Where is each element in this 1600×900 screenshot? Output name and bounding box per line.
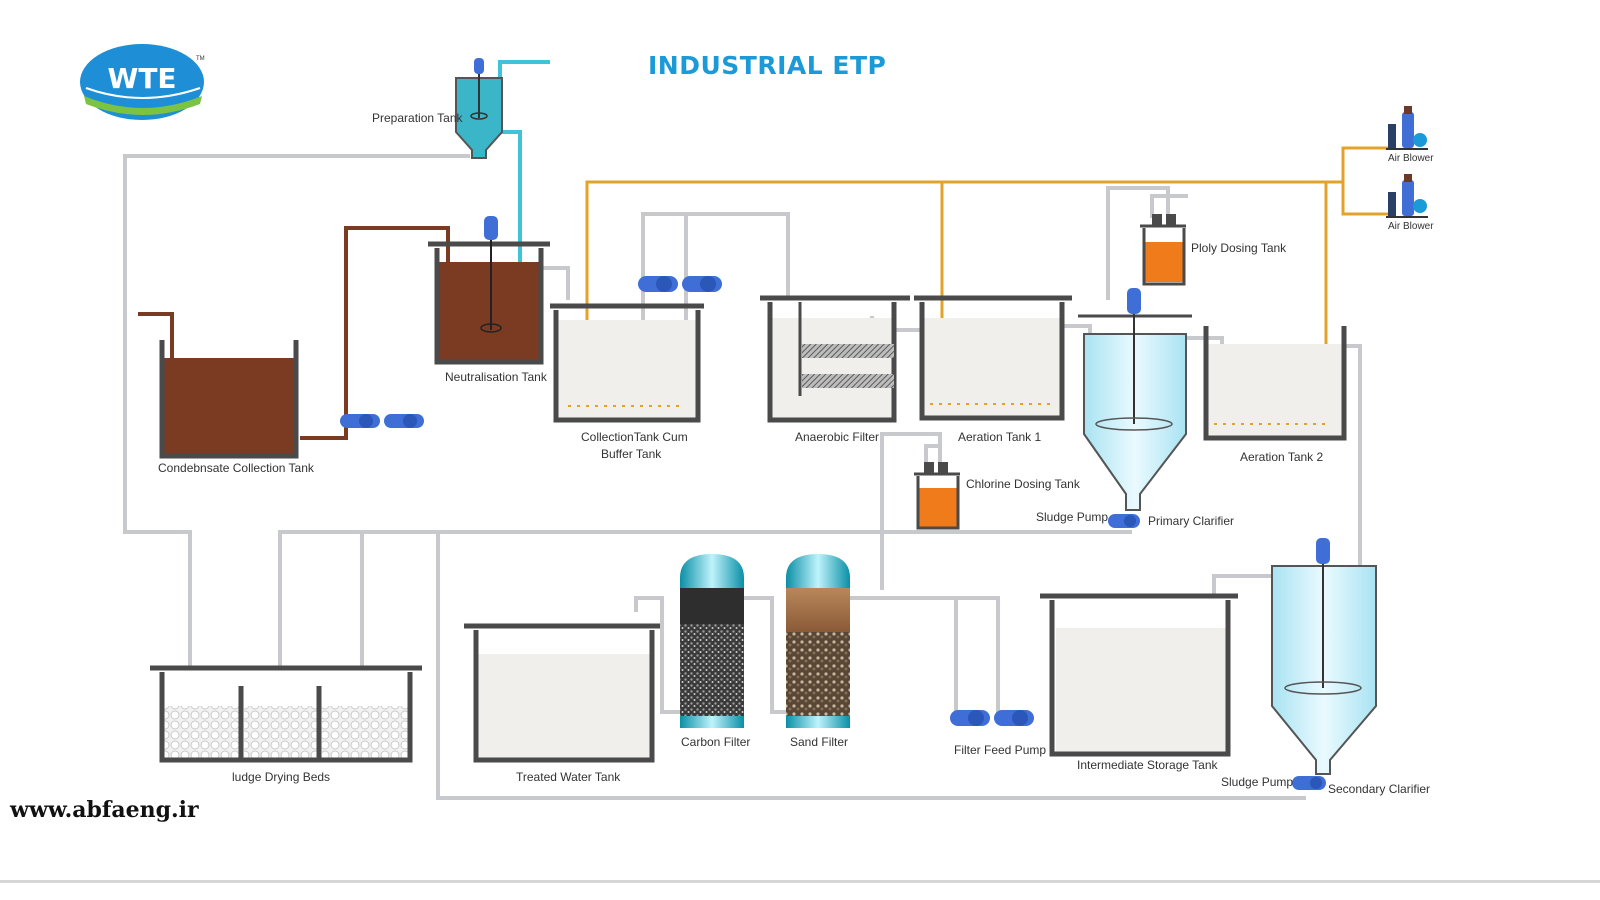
intermediate-storage-tank: Intermediate Storage Tank bbox=[1040, 593, 1238, 772]
air-blower-2-label: Air Blower bbox=[1388, 221, 1434, 232]
page-title: INDUSTRIAL ETP bbox=[648, 51, 886, 80]
filter-media-lower bbox=[802, 374, 894, 388]
dosing-pump-icon bbox=[938, 462, 948, 474]
aeration-tank-2-label: Aeration Tank 2 bbox=[1240, 450, 1323, 464]
filter-feed-pump-label: Filter Feed Pump bbox=[954, 743, 1046, 757]
sludge-pump-2-label: Sludge Pump bbox=[1221, 775, 1293, 789]
logo-tm: TM bbox=[196, 56, 205, 62]
preparation-mixer-motor-icon bbox=[474, 58, 484, 74]
neutralisation-mixer-motor-icon bbox=[484, 216, 498, 240]
blower-icon bbox=[1402, 180, 1414, 216]
condensate-tank-label: Condebnsate Collection Tank bbox=[158, 461, 315, 475]
secondary-clarifier-label: Secondary Clarifier bbox=[1328, 782, 1430, 796]
neutralisation-tank: Neutralisation Tank bbox=[428, 216, 550, 384]
carbon-filter-label: Carbon Filter bbox=[681, 735, 750, 749]
air-blower-1: Air Blower bbox=[1386, 106, 1434, 164]
secondary-clarifier: Secondary Clarifier bbox=[1271, 538, 1430, 796]
sludge-pump-1: Sludge Pump bbox=[1036, 510, 1140, 528]
poly-dosing-tank: Ploly Dosing Tank bbox=[1140, 214, 1287, 286]
sludge-pump-1-label: Sludge Pump bbox=[1036, 510, 1108, 524]
sludge-drying-beds-label: ludge Drying Beds bbox=[232, 770, 330, 784]
pump-icon bbox=[384, 414, 424, 428]
treated-water-tank: Treated Water Tank bbox=[464, 623, 660, 784]
blower-icon bbox=[1402, 112, 1414, 148]
clarifier-motor-icon bbox=[1316, 538, 1330, 564]
carbon-filter: Carbon Filter bbox=[680, 554, 750, 749]
sludge-pump-2: Sludge Pump bbox=[1221, 775, 1326, 790]
primary-clarifier: Primary Clarifier bbox=[1078, 288, 1234, 528]
neutralisation-tank-label: Neutralisation Tank bbox=[445, 370, 548, 384]
condensate-collection-tank: Condebnsate Collection Tank bbox=[158, 340, 315, 475]
aeration-tank-1-label: Aeration Tank 1 bbox=[958, 430, 1041, 444]
aeration-tank-2: Aeration Tank 2 bbox=[1203, 326, 1347, 464]
intermediate-storage-tank-label: Intermediate Storage Tank bbox=[1077, 758, 1219, 772]
poly-dosing-tank-label: Ploly Dosing Tank bbox=[1191, 241, 1287, 255]
pump-icon bbox=[638, 276, 678, 292]
air-blower-1-label: Air Blower bbox=[1388, 153, 1434, 164]
sand-filter: Sand Filter bbox=[786, 554, 850, 749]
dosing-pump-icon bbox=[924, 462, 934, 474]
anaerobic-filter-label: Anaerobic Filter bbox=[795, 430, 879, 444]
preparation-tank: Preparation Tank bbox=[372, 58, 503, 159]
buffer-transfer-pumps bbox=[638, 276, 722, 292]
treated-water-tank-label: Treated Water Tank bbox=[516, 770, 621, 784]
condensate-pipes bbox=[138, 226, 450, 440]
sand-filter-label: Sand Filter bbox=[790, 735, 848, 749]
chlorine-dosing-tank: Chlorine Dosing Tank bbox=[914, 462, 1081, 530]
air-blower-2: Air Blower bbox=[1386, 174, 1434, 232]
bottom-border bbox=[0, 880, 1600, 883]
condensate-transfer-pumps bbox=[340, 414, 424, 428]
dosing-pump-icon bbox=[1166, 214, 1176, 226]
preparation-tank-label: Preparation Tank bbox=[372, 111, 464, 125]
primary-clarifier-label: Primary Clarifier bbox=[1148, 514, 1234, 528]
collection-tank-label-line1: CollectionTank Cum bbox=[581, 430, 688, 444]
filter-media-upper bbox=[802, 344, 894, 358]
pump-icon bbox=[994, 710, 1034, 726]
pump-icon bbox=[950, 710, 990, 726]
dosing-pump-icon bbox=[1152, 214, 1162, 226]
pump-icon bbox=[1108, 514, 1140, 528]
pump-icon bbox=[1292, 776, 1326, 790]
pump-icon bbox=[340, 414, 380, 428]
clarifier-motor-icon bbox=[1127, 288, 1141, 314]
collection-buffer-tank: CollectionTank Cum Buffer Tank bbox=[550, 303, 704, 461]
wte-logo: WTE TM bbox=[80, 44, 205, 120]
filter-feed-pumps: Filter Feed Pump bbox=[950, 710, 1046, 757]
pump-icon bbox=[682, 276, 722, 292]
chlorine-dosing-tank-label: Chlorine Dosing Tank bbox=[966, 477, 1081, 491]
website-url: www.abfaeng.ir bbox=[9, 797, 199, 823]
logo-text: WTE bbox=[107, 62, 176, 95]
anaerobic-filter: Anaerobic Filter bbox=[760, 295, 910, 444]
collection-tank-label-line2: Buffer Tank bbox=[601, 447, 662, 461]
sludge-drying-beds: ludge Drying Beds bbox=[150, 665, 422, 784]
chemical-feed-pipe bbox=[498, 60, 550, 268]
aeration-tank-1: Aeration Tank 1 bbox=[914, 295, 1072, 444]
